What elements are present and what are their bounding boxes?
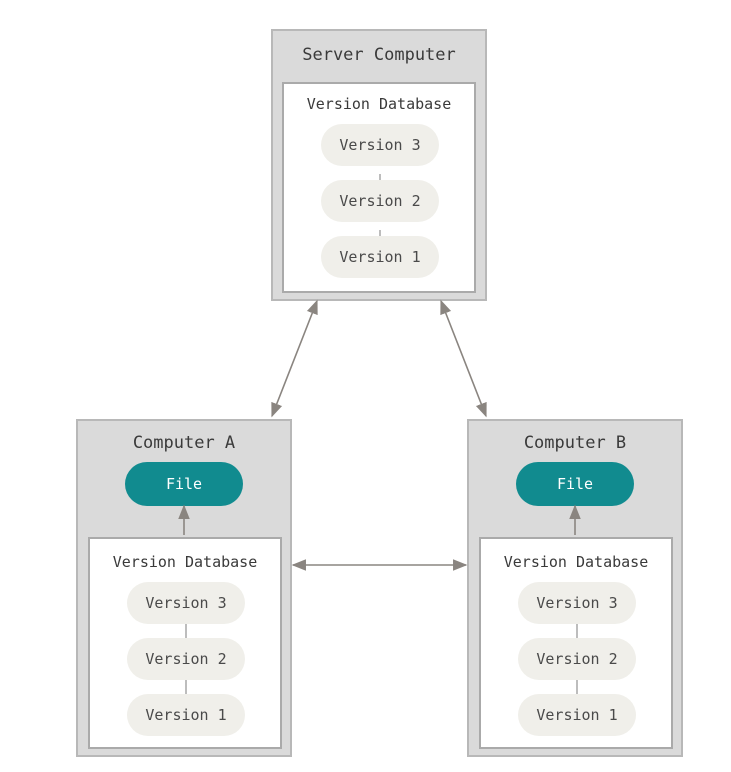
version-node: Version 2 [321, 180, 439, 222]
version-link-line [576, 679, 578, 695]
computer-b-file: File [516, 462, 634, 506]
version-link-line [185, 623, 187, 639]
sync-arrow-server-b [440, 299, 487, 418]
version-link-line [185, 679, 187, 695]
server-database-title: Version Database [306, 95, 452, 113]
version-node: Version 2 [518, 638, 636, 680]
computer-b-version-database: Version Database Version 3 Version 2 Ver… [479, 537, 673, 749]
version-node: Version 1 [127, 694, 245, 736]
version-node: Version 3 [321, 124, 439, 166]
version-node: Version 1 [321, 236, 439, 278]
computer-b-database-title: Version Database [503, 553, 649, 571]
computer-a-version-database: Version Database Version 3 Version 2 Ver… [88, 537, 282, 749]
computer-a: Computer A File Version Database Version… [76, 419, 292, 757]
server-computer-title: Server Computer [302, 45, 456, 65]
server-version-database: Version Database Version 3 Version 2 Ver… [282, 82, 476, 293]
computer-a-database-title: Version Database [112, 553, 258, 571]
computer-b: Computer B File Version Database Version… [467, 419, 683, 757]
version-node: Version 3 [518, 582, 636, 624]
computer-a-file: File [125, 462, 243, 506]
version-node: Version 2 [127, 638, 245, 680]
sync-arrow-server-a [271, 299, 318, 418]
computer-a-title: Computer A [132, 433, 236, 453]
server-computer: Server Computer Version Database Version… [271, 29, 487, 301]
computer-b-title: Computer B [523, 433, 627, 453]
version-node: Version 1 [518, 694, 636, 736]
version-node: Version 3 [127, 582, 245, 624]
version-link-line [576, 623, 578, 639]
